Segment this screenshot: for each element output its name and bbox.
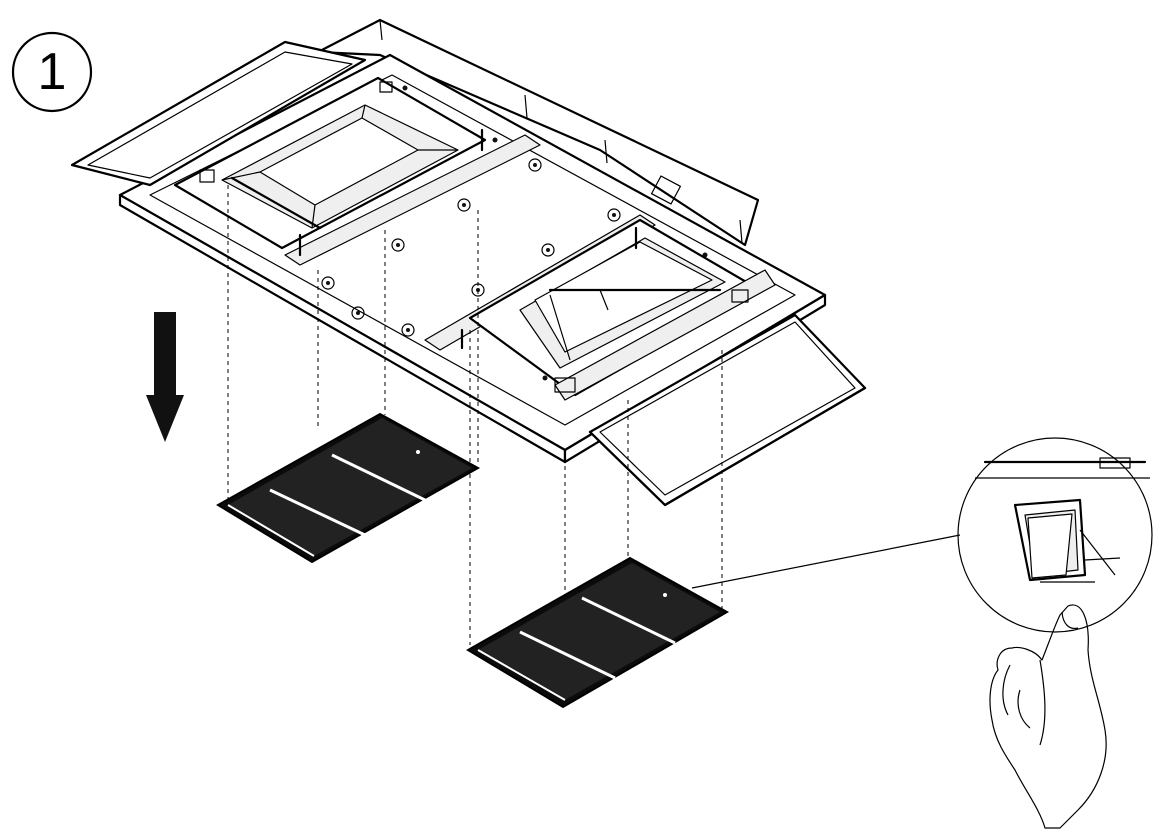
latch-detail-callout (691, 437, 1153, 633)
grease-filter-right (466, 556, 730, 709)
right-filter-flap (588, 313, 867, 507)
hand-icon (989, 604, 1107, 829)
grease-filter-left (216, 412, 481, 564)
left-filter-flap (70, 40, 367, 187)
down-arrow-icon (146, 312, 184, 442)
alignment-guides (227, 185, 723, 645)
step-circle (11, 31, 93, 113)
